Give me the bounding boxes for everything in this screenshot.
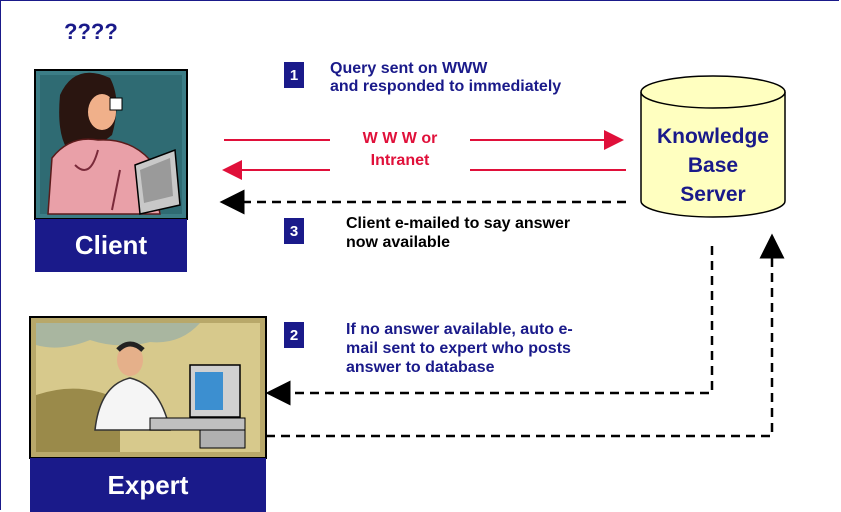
expert-illustration bbox=[29, 316, 267, 459]
step-3-badge: 3 bbox=[284, 218, 304, 244]
network-label: W W W or Intranet bbox=[362, 130, 438, 169]
client-label: Client bbox=[35, 219, 187, 272]
client-illustration bbox=[34, 69, 188, 220]
step-2-text: If no answer available, auto e- mail sen… bbox=[346, 321, 573, 376]
server-label: Knowledge Base Server bbox=[656, 125, 769, 206]
email-expert-arrow bbox=[265, 246, 714, 406]
client-question-marks: ???? bbox=[64, 19, 118, 44]
step-3-text: Client e-mailed to say answer now availa… bbox=[346, 215, 571, 251]
step-1-badge: 1 bbox=[284, 62, 304, 88]
step-2-badge: 2 bbox=[284, 322, 304, 348]
post-answer-arrow bbox=[266, 233, 785, 438]
server-cylinder bbox=[640, 75, 786, 218]
step-1-text: Query sent on WWW and responded to immed… bbox=[330, 60, 562, 95]
expert-label: Expert bbox=[30, 458, 266, 512]
